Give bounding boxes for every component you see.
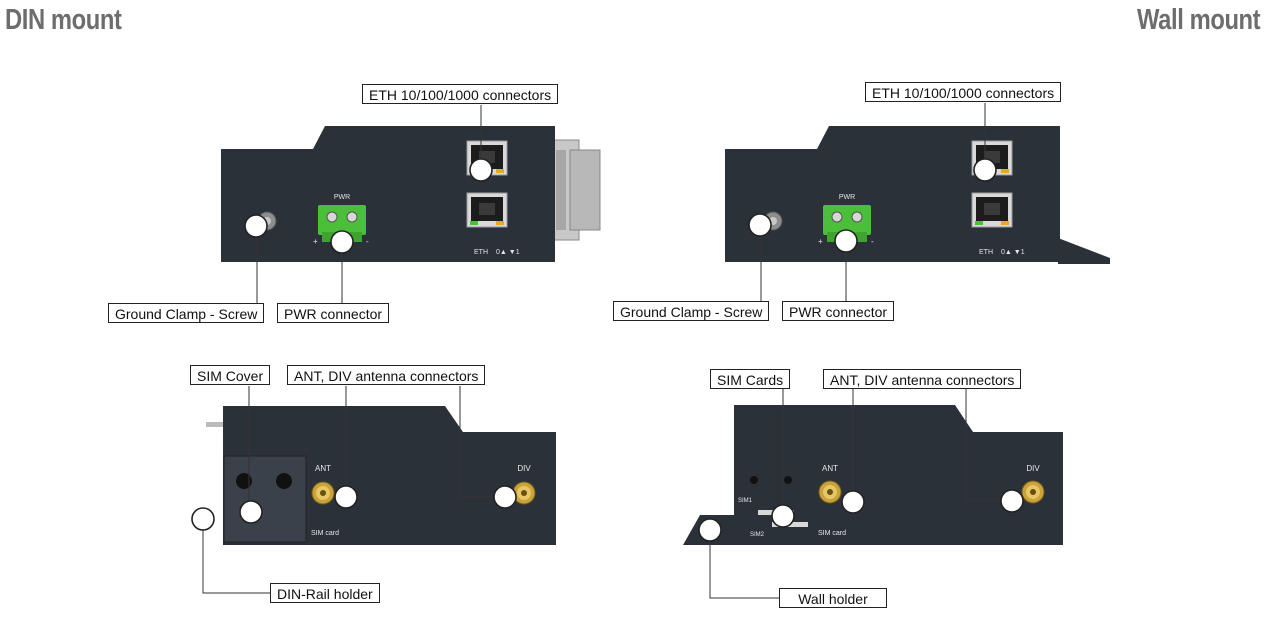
pwr-connector-label-right: PWR connector — [782, 301, 895, 321]
ant-label: ANT — [822, 464, 838, 473]
eth-port-numbers: 0▲ ▼1 — [1001, 249, 1025, 256]
eth-port-1 — [971, 192, 1013, 228]
ground-clamp-label-left: Ground Clamp - Screw — [108, 303, 265, 323]
marker-div-left — [493, 485, 517, 509]
div-connector — [512, 481, 536, 505]
ground-clamp-label-right: Ground Clamp - Screw — [613, 301, 770, 321]
din-rail-holder-label: DIN-Rail holder — [270, 583, 380, 603]
antenna-connectors-label-left: ANT, DIV antenna connectors — [287, 365, 486, 385]
din-clip-tab — [206, 422, 224, 427]
marker-eth-right — [973, 158, 997, 182]
device-body — [734, 405, 1063, 545]
din-mount-heading: DIN mount — [5, 4, 122, 36]
eth-port-numbers: 0▲ ▼1 — [496, 249, 520, 256]
pwr-label: PWR — [839, 194, 855, 201]
div-label: DIV — [1026, 464, 1040, 473]
eth-label: ETH — [474, 249, 488, 256]
ant-label: ANT — [315, 464, 331, 473]
wall-mount-heading: Wall mount — [1136, 4, 1261, 36]
sim-card-label: SIM card — [311, 530, 339, 537]
wall-side-device: SIM1 SIM2 ANT DIV SIM card — [683, 405, 1063, 545]
marker-ant-left — [334, 485, 358, 509]
plus-label: + — [313, 237, 318, 246]
plus-label: + — [818, 237, 823, 246]
minus-label: - — [871, 237, 874, 246]
eth-connectors-label-left: ETH 10/100/1000 connectors — [362, 84, 559, 104]
wall-front-device: PWR + - ETH 0▲ ▼1 — [725, 126, 1110, 264]
sim1-label: SIM1 — [738, 498, 753, 504]
sim-card-label: SIM card — [818, 530, 846, 537]
wall-holder-label: Wall holder — [779, 588, 887, 608]
marker-wall-holder — [698, 518, 722, 542]
marker-sim-cards — [771, 504, 795, 528]
marker-circles — [191, 158, 1024, 542]
marker-ground-left — [244, 214, 268, 238]
div-label: DIV — [517, 464, 531, 473]
sim-cover-panel — [223, 455, 307, 543]
minus-label: - — [366, 237, 369, 246]
sim-cover-label: SIM Cover — [190, 365, 271, 385]
pwr-connector-label-left: PWR connector — [277, 303, 390, 323]
div-connector — [1021, 480, 1045, 504]
eth-connectors-label-right: ETH 10/100/1000 connectors — [865, 82, 1062, 102]
eth-port-1 — [466, 192, 508, 228]
marker-ground-right — [748, 213, 772, 237]
marker-pwr-left — [330, 230, 354, 254]
ant-connector — [818, 480, 842, 504]
pwr-label: PWR — [334, 194, 350, 201]
eth-label: ETH — [979, 249, 993, 256]
marker-din-rail — [191, 507, 215, 531]
wall-bracket — [1058, 238, 1110, 264]
marker-sim-cover — [239, 500, 263, 524]
marker-pwr-right — [834, 229, 858, 253]
antenna-connectors-label-right: ANT, DIV antenna connectors — [823, 369, 1022, 389]
din-front-device: PWR + - ETH 0▲ ▼1 — [221, 126, 601, 262]
marker-div-right — [1000, 489, 1024, 513]
din-side-device: ANT DIV SIM card — [206, 406, 556, 545]
din-rail-clip — [552, 139, 601, 241]
marker-eth-left — [469, 158, 493, 182]
marker-ant-right — [841, 490, 865, 514]
sim2-label: SIM2 — [750, 532, 765, 538]
sim-cards-label: SIM Cards — [710, 369, 791, 389]
ant-connector — [311, 481, 335, 505]
